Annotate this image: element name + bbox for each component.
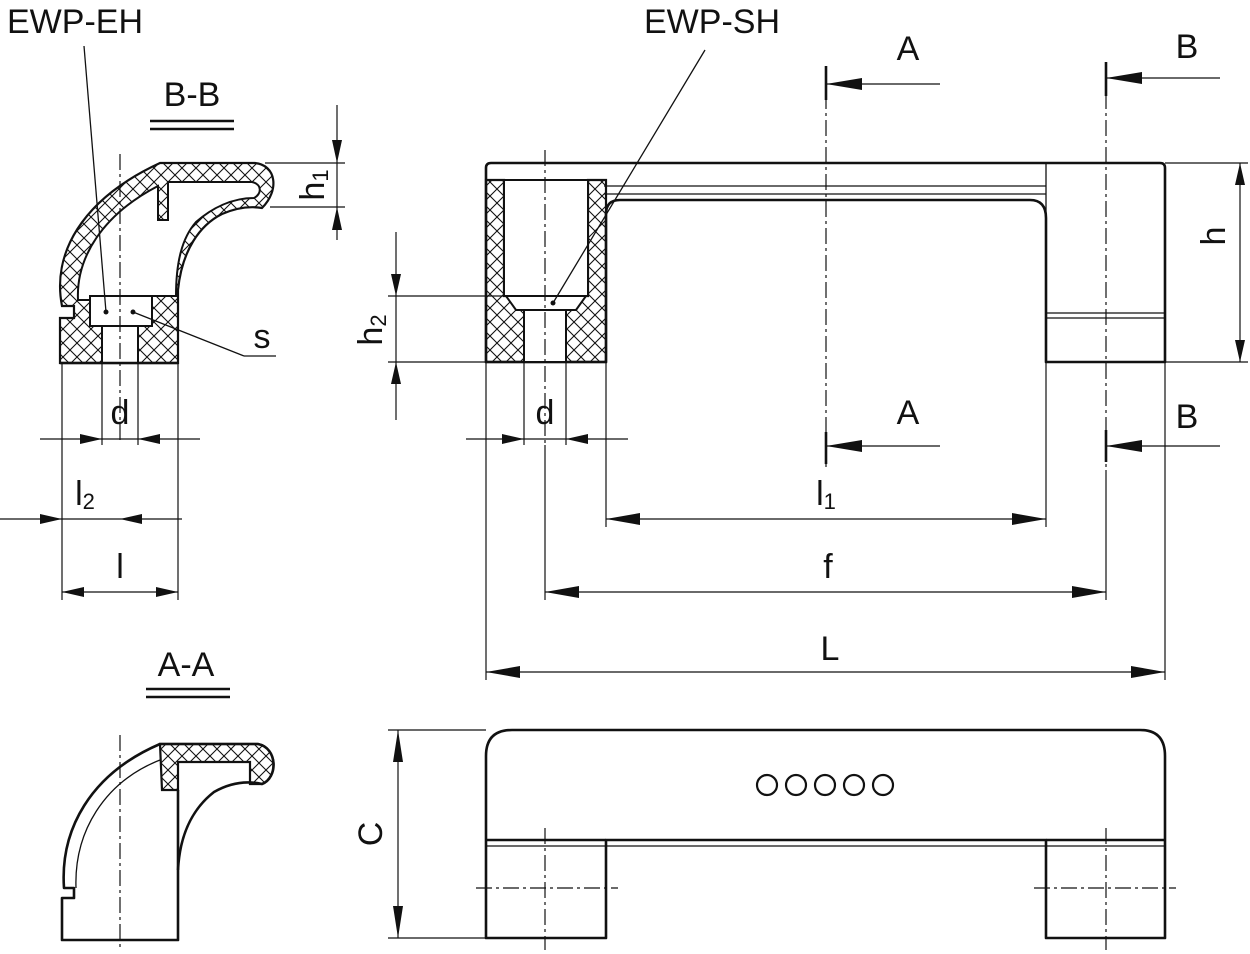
cut-b-bottom-label: B: [1176, 398, 1199, 436]
section-bb-view: B-B EWP-EH s h1: [0, 3, 345, 600]
dim-C-label: C: [352, 822, 390, 847]
dim-l-label: l: [116, 548, 124, 586]
ewp-sh-label: EWP-SH: [644, 3, 780, 41]
marker-dot: [784, 773, 808, 797]
marker-dot: [842, 773, 866, 797]
dim-f-label: f: [823, 548, 833, 586]
ewp-eh-label: EWP-EH: [7, 3, 143, 41]
section-aa-title: A-A: [158, 646, 215, 684]
section-bb-title: B-B: [164, 76, 221, 114]
dim-h-label: h: [1195, 227, 1233, 246]
marker-dot: [813, 773, 837, 797]
dim-L-label: L: [821, 630, 840, 668]
bb-insert: [89, 295, 153, 327]
top-view-outline: [484, 728, 1167, 940]
dim-h2-label: h2: [352, 314, 391, 345]
marker-dot: [871, 773, 895, 797]
aa-cap: [158, 742, 275, 792]
dim-d-left-label: d: [111, 394, 130, 432]
cut-a-top-label: A: [897, 30, 920, 68]
cut-a-bottom-label: A: [897, 394, 920, 432]
top-view: C: [352, 728, 1176, 950]
dim-h1-label: h1: [294, 169, 333, 200]
dim-d-front-label: d: [536, 394, 555, 432]
section-aa-view: A-A: [60, 646, 275, 950]
marker-dot: [755, 773, 779, 797]
front-view: EWP-SH A A B B h: [352, 3, 1248, 680]
dim-s-label: s: [254, 318, 271, 356]
cut-b-top-label: B: [1176, 28, 1199, 66]
dim-l2-label: l2: [75, 475, 95, 514]
dim-l1-label: l1: [816, 475, 836, 514]
